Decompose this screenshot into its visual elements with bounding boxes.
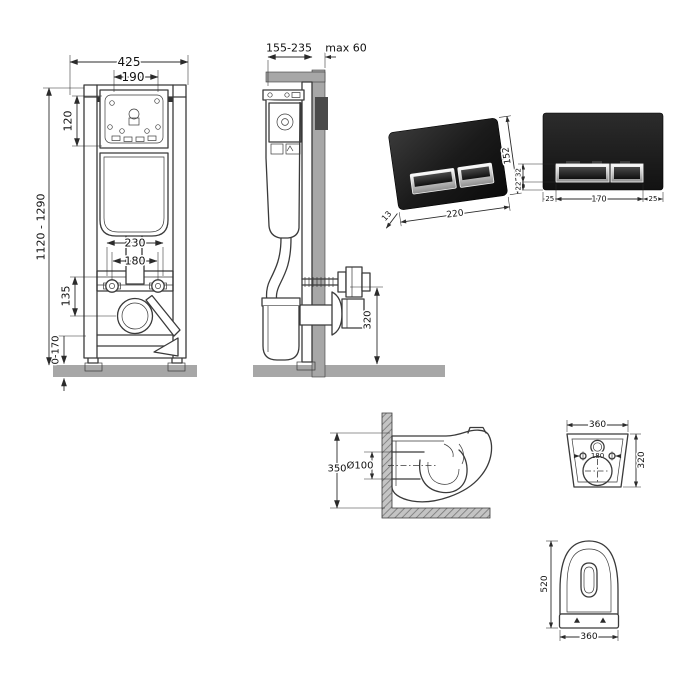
floor-side bbox=[253, 365, 445, 377]
dim-panel-width: 190 bbox=[122, 70, 145, 84]
trap bbox=[262, 306, 300, 361]
dim-outlet-diameter: Ø100 bbox=[347, 460, 374, 472]
wall-anchor bbox=[315, 97, 328, 130]
trap-curve bbox=[418, 449, 468, 494]
outlet-pipe-horizontal bbox=[299, 304, 334, 326]
flush-bend bbox=[265, 237, 282, 303]
access-duct bbox=[268, 102, 302, 143]
bowl-cavity bbox=[580, 562, 598, 598]
mounting-rails bbox=[96, 247, 181, 357]
screw-icon bbox=[144, 128, 150, 134]
rail-foot bbox=[296, 361, 316, 371]
dim-button-offset: 22 bbox=[515, 182, 523, 191]
drain-assembly bbox=[261, 291, 365, 361]
dim-outlet-height: 320 bbox=[363, 310, 374, 329]
screw-icon bbox=[155, 124, 161, 130]
outlet-flange bbox=[331, 291, 343, 336]
dim-height-range: 1120 - 1290 bbox=[35, 194, 48, 261]
top-bracket bbox=[265, 71, 326, 83]
dim-button-width: 170 bbox=[591, 195, 606, 204]
cistern-front bbox=[99, 152, 169, 265]
dim-depth-range: 155-235 bbox=[266, 42, 312, 55]
bowl-side-view: Ø100 350 bbox=[326, 412, 493, 519]
dim-total-width: 425 bbox=[118, 55, 141, 69]
dim-wall-max: max 60 bbox=[325, 42, 366, 55]
knob-icon bbox=[276, 113, 294, 131]
dim-bowl-height: 350 bbox=[327, 464, 346, 475]
thread-ticks bbox=[304, 277, 334, 287]
mount-tab-right bbox=[168, 97, 173, 102]
bowl-top-dimensions: 520 360 bbox=[539, 540, 619, 644]
screw-icon bbox=[119, 128, 125, 134]
bowl-back-dimensions: 360 320 bbox=[566, 419, 649, 488]
fixing-bolt-left bbox=[579, 451, 587, 461]
bolt-mark-left bbox=[574, 617, 580, 623]
dim-bolt-span: 180 bbox=[125, 255, 146, 268]
outlet-opening bbox=[116, 297, 154, 335]
dim-plate-width: 220 bbox=[446, 208, 465, 220]
rim-line bbox=[566, 548, 612, 613]
screw-icon bbox=[154, 98, 160, 104]
dim-button-height: 32 bbox=[515, 168, 523, 177]
floor-front bbox=[53, 365, 197, 377]
dim-outlet-offset: 135 bbox=[60, 286, 73, 307]
dim-rod-span: 230 bbox=[125, 237, 146, 250]
outlet-hole bbox=[582, 455, 613, 487]
dim-back-width: 360 bbox=[589, 420, 606, 430]
drain-chute bbox=[145, 294, 181, 337]
plate-front-dimensions: 25 170 25 32 22 bbox=[513, 163, 664, 205]
inlet-hole bbox=[590, 439, 605, 455]
top-outline bbox=[559, 540, 619, 615]
bowl-back-view: 180 360 320 bbox=[566, 419, 649, 488]
supply-valve bbox=[345, 266, 363, 298]
screw-icon bbox=[109, 100, 115, 106]
water-supply bbox=[301, 266, 371, 298]
dim-margin-right: 25 bbox=[649, 195, 658, 203]
frame-side-view: 155-235 max 60 320 bbox=[253, 40, 445, 378]
dim-plate-height: 152 bbox=[501, 146, 513, 164]
fixing-bolt-right bbox=[608, 451, 616, 461]
screw-icon bbox=[107, 124, 113, 130]
cistern-side bbox=[262, 89, 305, 303]
front-dimensions: 425 190 120 230 180 135 0-170 1120 - 12 bbox=[33, 54, 189, 391]
arrow-up-icon bbox=[286, 145, 294, 152]
screw-icon bbox=[267, 92, 273, 98]
screw-icon bbox=[284, 92, 290, 98]
frame-front-view: 425 190 120 230 180 135 0-170 1120 - 12 bbox=[33, 54, 197, 391]
flush-plate-angled: 152 220 13 bbox=[378, 115, 522, 229]
flush-plate-front: 25 170 25 32 22 bbox=[513, 112, 664, 205]
mounting-skirt bbox=[558, 613, 620, 629]
dim-back-height: 320 bbox=[637, 451, 647, 468]
outlet-socket bbox=[341, 298, 365, 329]
wall-floor-hatch bbox=[381, 412, 491, 519]
bowl-top-view: 520 360 bbox=[539, 540, 620, 644]
dim-margin-left: 25 bbox=[545, 195, 554, 203]
dim-base-adjust: 0-170 bbox=[51, 335, 62, 364]
bowl-outline bbox=[391, 429, 493, 503]
rod-bolt-right bbox=[149, 279, 167, 293]
dim-panel-height: 120 bbox=[62, 111, 75, 132]
rod-bolt-left bbox=[103, 279, 121, 293]
dim-top-depth: 520 bbox=[540, 575, 550, 592]
flush-valve bbox=[128, 108, 140, 120]
access-panel bbox=[99, 89, 169, 149]
dim-top-width: 360 bbox=[580, 632, 597, 642]
bowl-side-dimensions: Ø100 350 bbox=[326, 432, 392, 509]
bolt-mark-right bbox=[600, 617, 606, 623]
side-dimensions: 155-235 max 60 320 bbox=[265, 40, 383, 365]
